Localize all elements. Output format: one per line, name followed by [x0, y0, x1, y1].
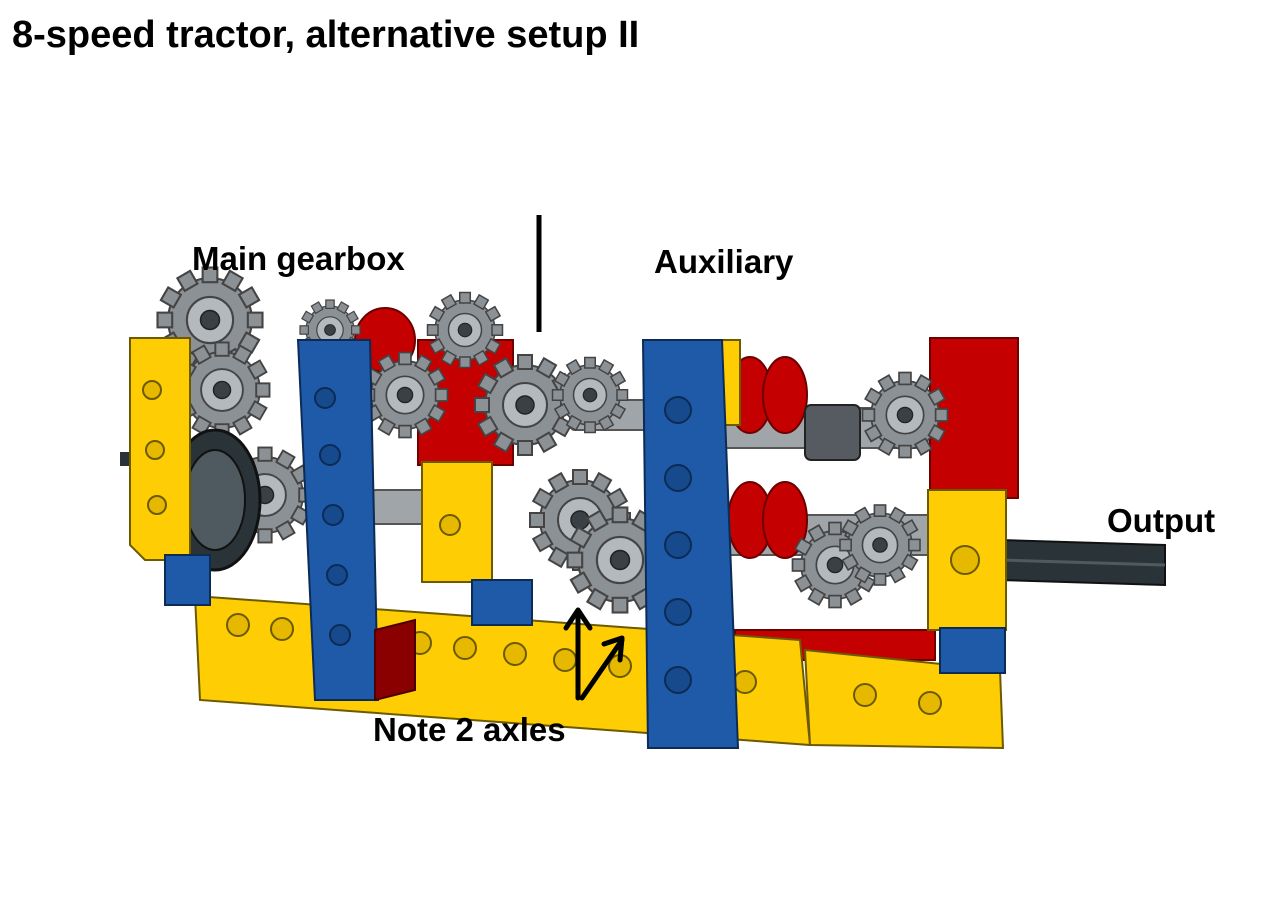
gears: [156, 266, 949, 614]
blue-beam-holes: [314, 387, 692, 694]
page-title: 8-speed tractor, alternative setup II: [12, 14, 640, 56]
label-auxiliary: Auxiliary: [654, 243, 794, 280]
note-arrows: [563, 607, 625, 701]
label-main-gearbox: Main gearbox: [192, 240, 405, 277]
blue-beams: [164, 339, 1006, 749]
yellow-beam-holes: [142, 380, 980, 715]
red-block: [374, 618, 416, 702]
label-output: Output: [1107, 502, 1216, 539]
label-note-2-axles: Note 2 axles: [373, 711, 566, 748]
